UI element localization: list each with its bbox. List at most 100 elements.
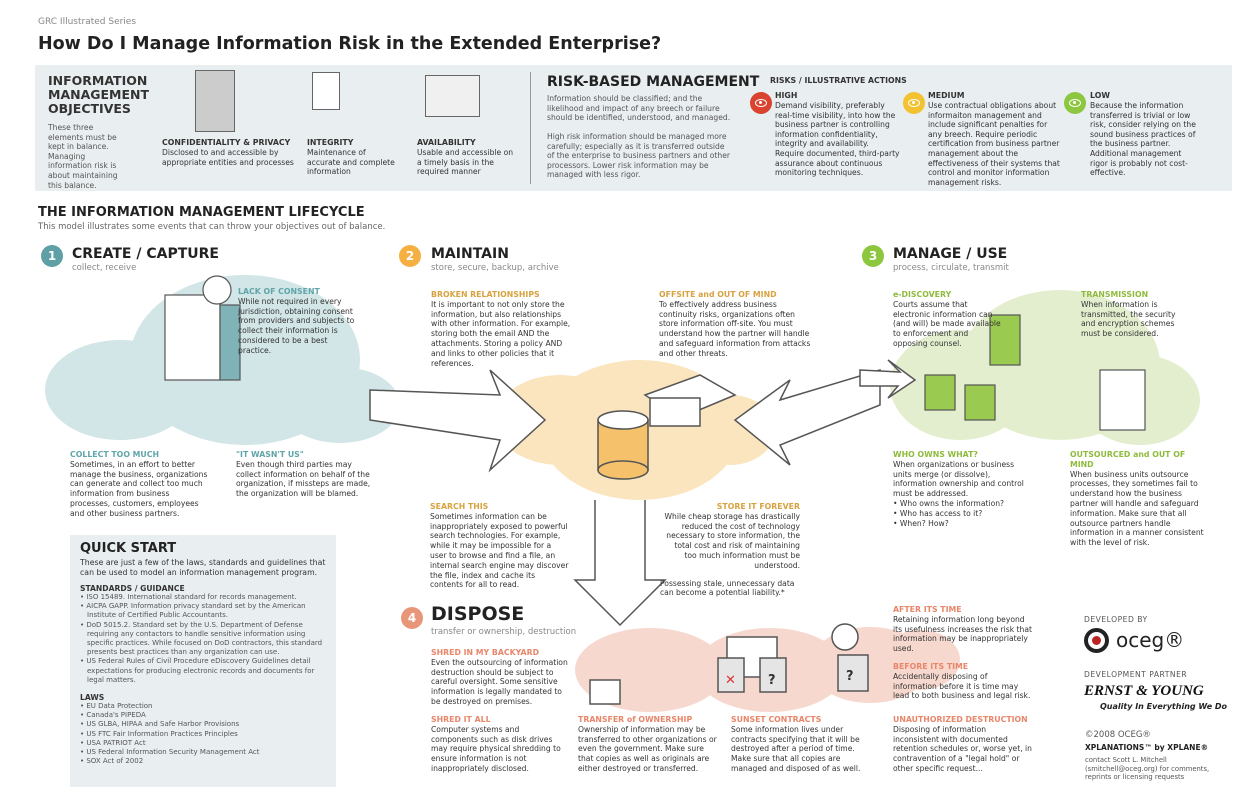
risk-level-text: Demand visibility, preferably real-time … [775,101,900,178]
workstation-illustration-icon [425,75,480,117]
developed-by-label: DEVELOPED BY [1084,615,1148,624]
note-text: While not required in every jurisdiction… [238,296,355,355]
stage-number: 4 [401,607,423,629]
xplanations-logo: XPLANATIONS™ by XPLANE® [1085,743,1209,752]
x-mark-icon: ✕ [725,673,736,688]
oceg-logo-text: oceg® [1116,628,1185,652]
standard-item: ISO 15489. International standard for re… [80,593,326,602]
note-title: TRANSFER of OWNERSHIP [578,715,693,724]
objectives-heading: INFORMATION MANAGEMENT OBJECTIVES [48,73,150,116]
door-illustration-icon [195,70,235,132]
stage-number: 1 [41,245,63,267]
risk-level-label: MEDIUM [928,91,965,100]
risk-level-label: LOW [1090,91,1110,100]
standard-item: DoD 5015.2. Standard set by the U.S. Dep… [80,621,326,658]
note-title: OUTSOURCED and OUT OF MIND [1070,450,1186,469]
note-title: SUNSET CONTRACTS [731,715,822,724]
note-text: It is important to not only store the in… [431,299,571,368]
bullet: • Who owns the information? [893,498,1005,508]
stage-number: 2 [399,245,421,267]
note-text: Ownership of information may be transfer… [578,724,717,773]
law-item: US FTC Fair Information Practices Princi… [80,730,326,739]
risk-level-text: Because the information transferred is t… [1090,101,1196,178]
note-text: Even the outsourcing of information dest… [431,657,568,706]
high-risk-icon [750,92,772,114]
note-title: UNAUTHORIZED DESTRUCTION [893,715,1028,724]
note-text: Computer systems and components such as … [431,724,561,773]
note-title: e-DISCOVERY [893,290,952,299]
stage-subtitle: transfer or ownership, destruction [431,627,577,637]
lifecycle-subtitle: This model illustrates some events that … [38,222,386,232]
stage-title: MAINTAIN [431,246,509,262]
note-title: SEARCH THIS [430,502,489,511]
page-title: How Do I Manage Information Risk in the … [38,34,662,54]
note-title: TRANSMISSION [1081,290,1149,299]
file-cabinets-icon [924,314,1146,431]
note-title: BROKEN RELATIONSHIPS [431,290,540,299]
stage-title: MANAGE / USE [893,246,1008,262]
building-icon [164,275,241,381]
stage-subtitle: store, secure, backup, archive [431,263,559,273]
objective-text: Maintenance of accurate and complete inf… [307,148,395,177]
low-risk-icon [1064,92,1086,114]
stage-title: CREATE / CAPTURE [72,246,219,262]
note-title: AFTER ITS TIME [893,605,962,614]
storage-drum-icon [597,374,737,480]
note-text: Accidentally disposing of information be… [893,671,1031,701]
note-text: Courts assume that electronic informatio… [893,299,1001,348]
dispose-icons [589,623,869,705]
note-title: SHRED IN MY BACKYARD [431,648,540,657]
risk-text-1: Information should be classified; and th… [547,94,731,123]
law-item: EU Data Protection [80,702,326,711]
laws-heading: LAWS [80,693,105,703]
standards-heading: STANDARDS / GUIDANCE [80,584,185,593]
note-title: LACK OF CONSENT [238,287,320,296]
law-item: USA PATRIOT Act [80,739,326,748]
objectives-text: These three elements must be kept in bal… [48,123,118,190]
objective-title: AVAILABILITY [417,138,476,147]
note-text: Sometimes, in an effort to better manage… [70,459,208,518]
note-title: WHO OWNS WHAT? [893,450,978,459]
law-item: Canada's PIPEDA [80,711,326,720]
risk-text-2: High risk information should be managed … [547,132,730,180]
note-text: Sometimes information can be inappropria… [430,511,569,590]
objective-text: Disclosed to and accessible by appropria… [162,148,294,167]
law-item: US GLBA, HIPAA and Safe Harbor Provision… [80,720,326,729]
note-text: When organizations or business units mer… [893,459,1024,499]
medium-risk-icon [903,92,925,114]
note-text: Even though third parties may collect in… [236,459,371,499]
note-text: Possessing stale, unnecessary data can b… [660,578,795,598]
risk-level-label: HIGH [775,91,798,100]
question-icon: ? [846,669,854,684]
ey-tagline: Quality In Everything We Do [1100,702,1228,711]
note-text: When information is transmitted, the sec… [1081,299,1176,339]
whiteboard-illustration-icon [312,72,340,110]
standard-item: AICPA GAPP. Information privacy standard… [80,602,326,620]
quick-start-text: These are just a few of the laws, standa… [80,558,326,577]
note-title: OFFSITE and OUT OF MIND [659,290,777,299]
note-text: Retaining information long beyond its us… [893,614,1032,654]
note-text: When business units outsource processes,… [1070,469,1204,548]
stage-subtitle: collect, receive [72,263,137,273]
note-title: BEFORE ITS TIME [893,662,969,671]
risk-level-text: Use contractual obligations about inform… [928,101,1060,187]
note-title: "IT WASN'T US" [236,450,304,459]
risks-heading: RISKS / ILLUSTRATIVE ACTIONS [770,76,907,85]
flow-arrows [369,359,917,627]
note-title: COLLECT TOO MUCH [70,450,159,459]
stage-subtitle: process, circulate, transmit [893,263,1009,273]
contact-text: contact Scott L. Mitchell (smitchell@oce… [1085,756,1210,781]
oceg-logo-icon [1084,628,1109,653]
note-text: While cheap storage has drastically redu… [664,511,800,570]
lifecycle-heading: THE INFORMATION MANAGEMENT LIFECYCLE [38,205,365,220]
stage-title: DISPOSE [431,603,525,625]
question-icon: ? [768,673,776,688]
ey-logo: ERNST & YOUNG [1084,683,1204,699]
law-item: US Federal Information Security Manageme… [80,748,326,757]
law-item: SOX Act of 2002 [80,757,326,766]
objective-title: CONFIDENTIALITY & PRIVACY [162,138,291,147]
bullet: • Who has access to it? [893,508,983,518]
objective-title: INTEGRITY [307,138,354,147]
bullet: • When? How? [893,518,949,528]
